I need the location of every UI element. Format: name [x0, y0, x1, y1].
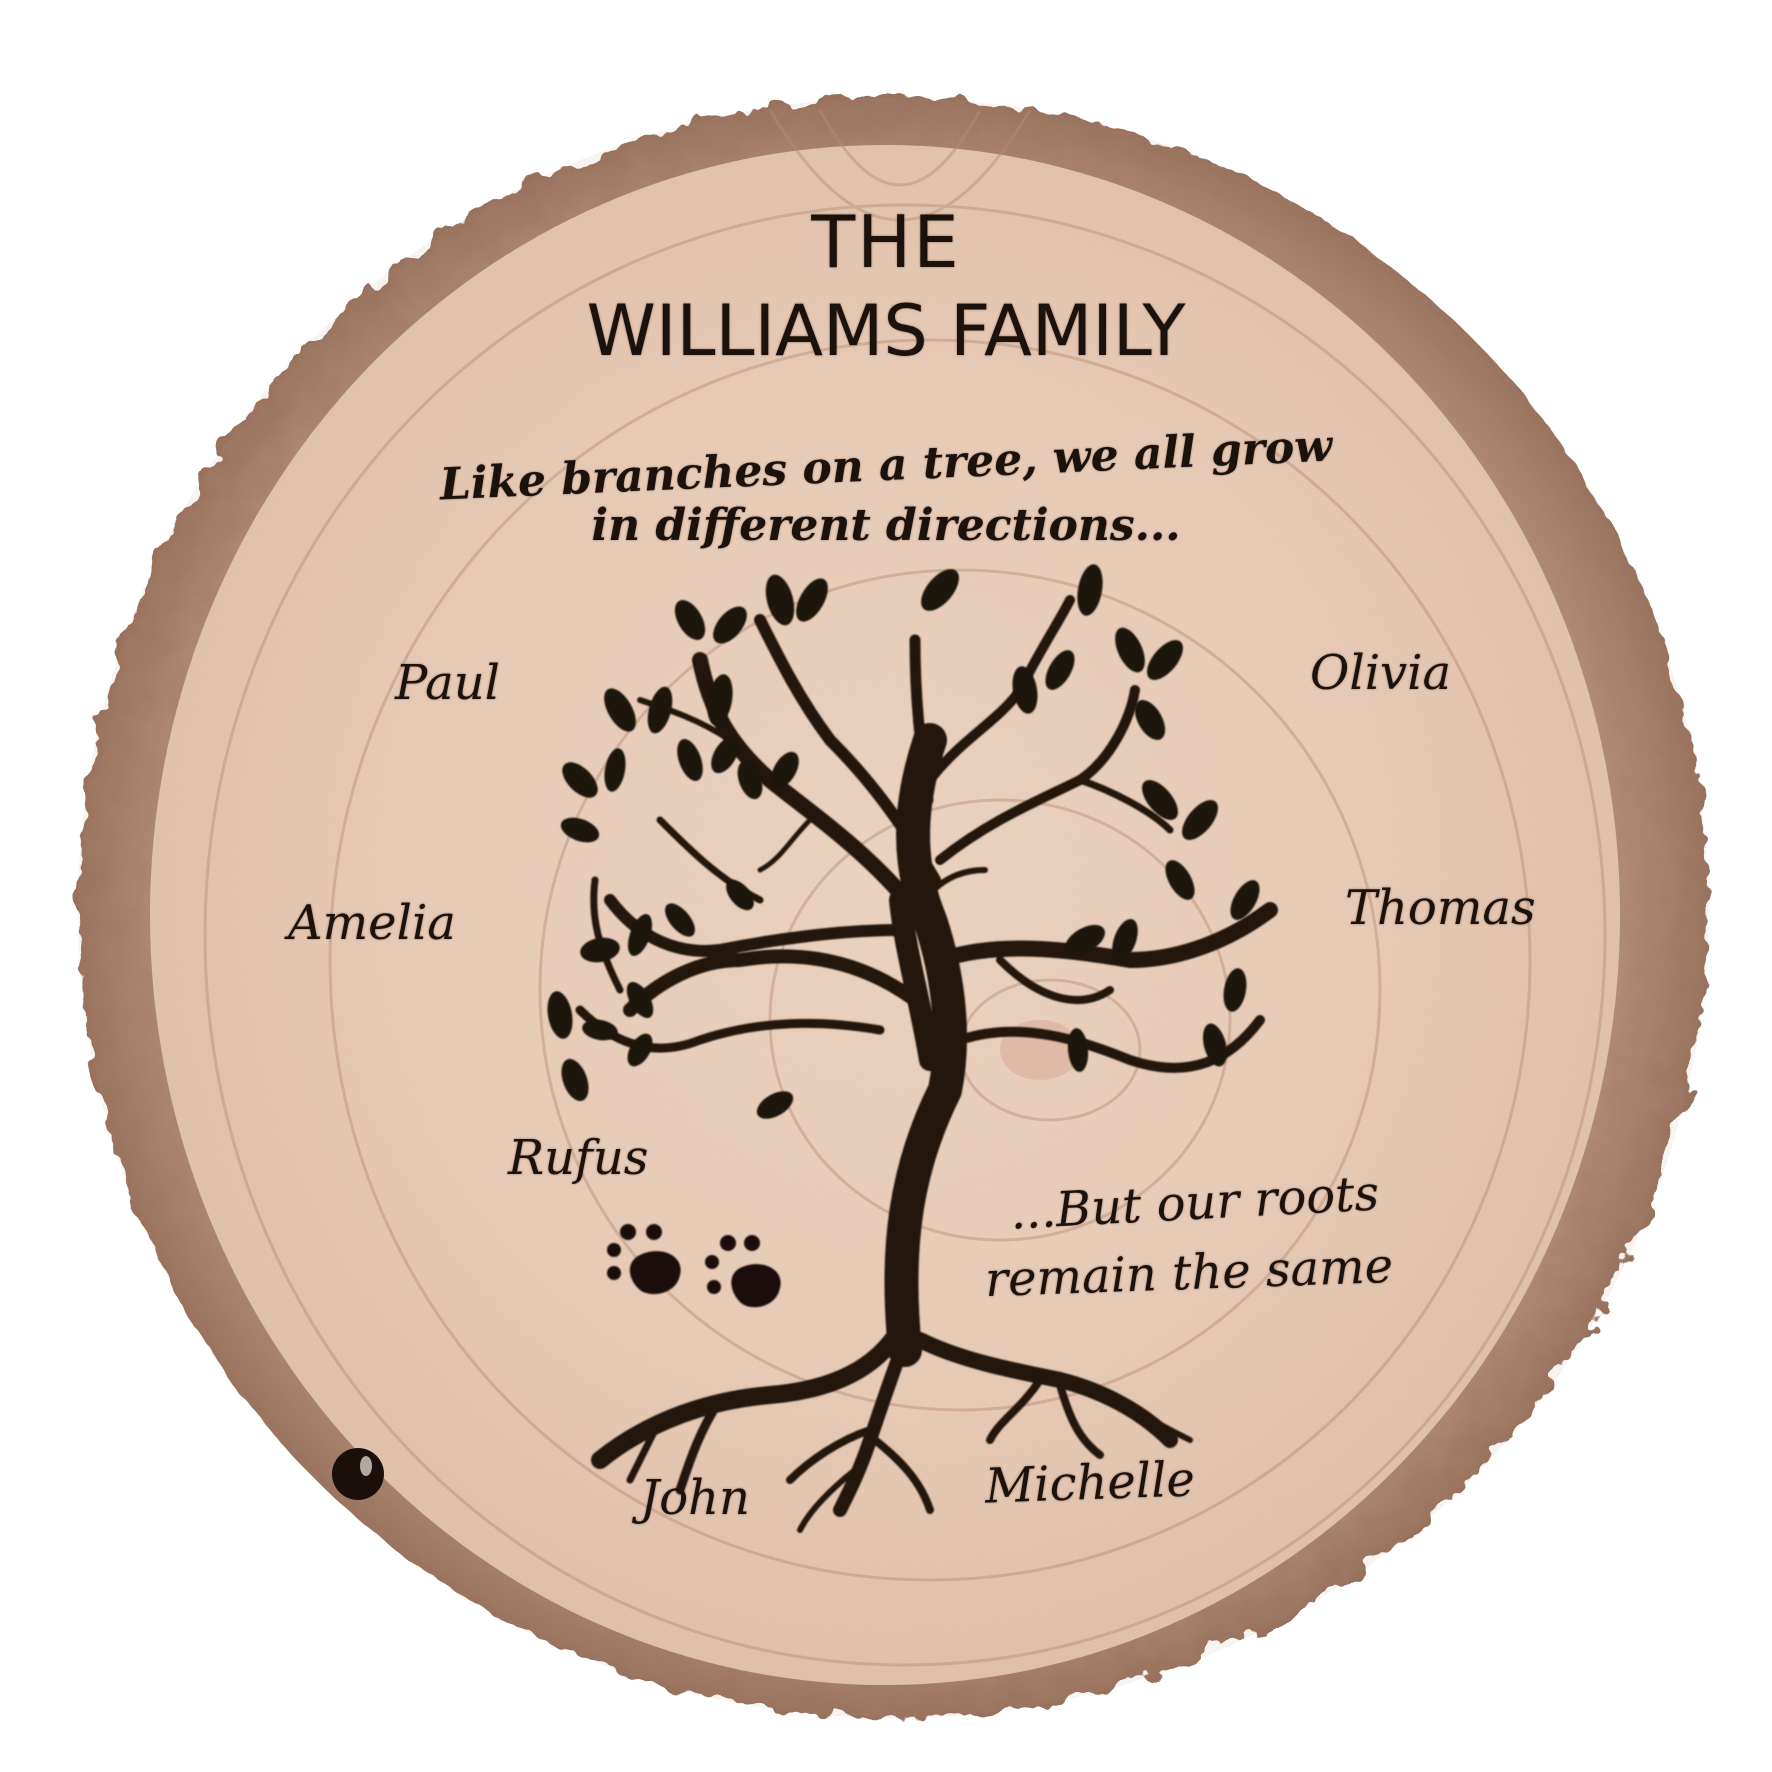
plaque-title-family-name: WILLIAMS FAMILY — [586, 290, 1186, 372]
paw-print-icon — [705, 1235, 781, 1308]
hanging-hook-icon — [332, 1448, 384, 1500]
plaque-title-line1: THE — [811, 200, 961, 284]
family-name-paul: Paul — [395, 655, 501, 711]
parent-name-michelle: Michelle — [984, 1451, 1196, 1515]
family-name-thomas: Thomas — [1345, 880, 1536, 936]
wood-face — [150, 145, 1620, 1685]
family-name-amelia: Amelia — [288, 895, 456, 951]
family-name-olivia: Olivia — [1310, 645, 1452, 701]
tree-leaves — [547, 564, 1260, 1119]
pet-name-rufus: Rufus — [508, 1130, 649, 1186]
growth-rings — [203, 109, 1607, 1667]
parent-name-john: John — [640, 1470, 750, 1526]
paw-print-icon — [607, 1224, 681, 1295]
quote-line-2: in different directions... — [591, 500, 1181, 551]
